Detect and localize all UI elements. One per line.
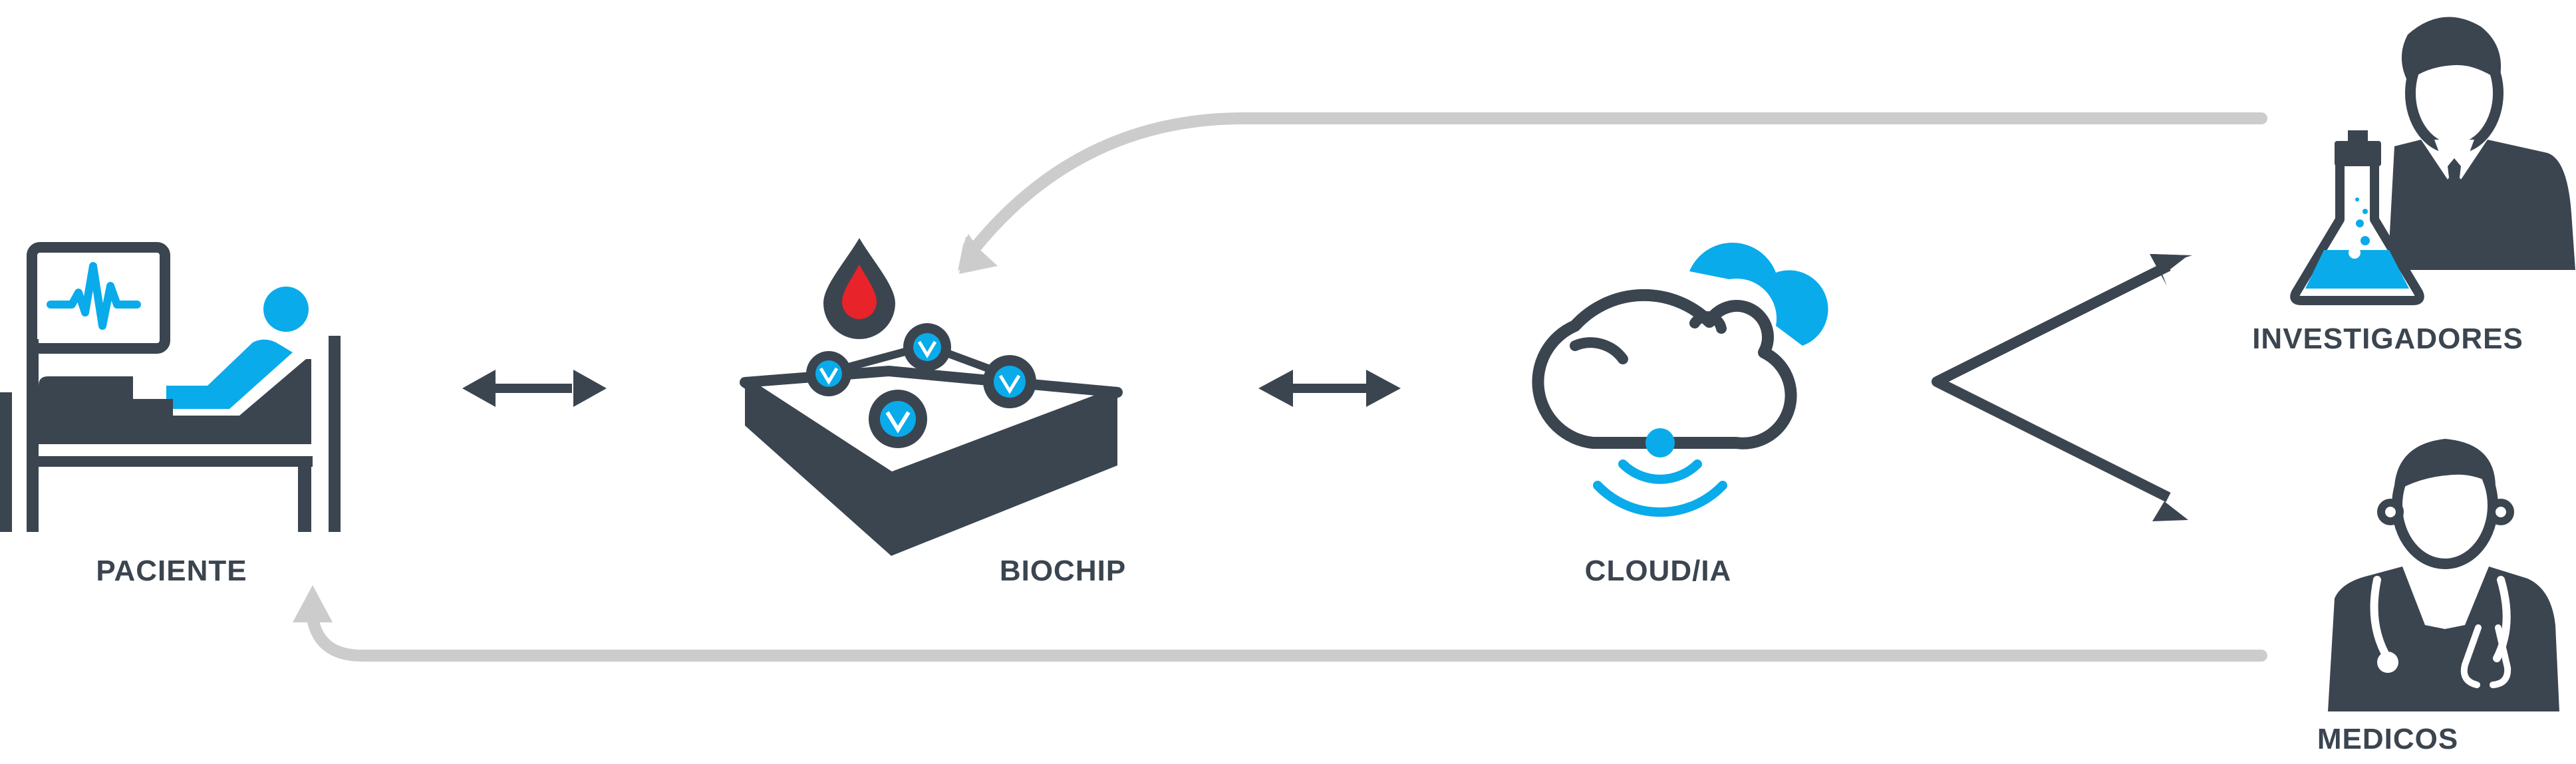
cloud-blue-back xyxy=(1689,242,1828,346)
stethoscope-earpiece xyxy=(2460,624,2511,688)
doctors-label: MEDICOS xyxy=(2317,723,2458,755)
doctor-collar xyxy=(2402,567,2489,629)
blood-drop xyxy=(842,265,877,319)
flask-liquid xyxy=(2305,250,2409,289)
doctor-ear-left xyxy=(2377,499,2404,525)
researcher-body xyxy=(2388,140,2575,270)
researcher-tie xyxy=(2448,158,2461,199)
feedback-arrow-researchers-to-biochip xyxy=(958,112,2267,274)
doctor-hair xyxy=(2394,439,2496,492)
biochip-label: BIOCHIP xyxy=(1000,555,1126,587)
patient-bed-monitor-icon: PACIENTE xyxy=(0,242,341,587)
sensor-node xyxy=(983,355,1036,408)
double-arrow-patient-biochip xyxy=(462,370,607,407)
researcher-hair-top xyxy=(2410,40,2498,80)
patient-label: PACIENTE xyxy=(96,555,247,587)
patient-body xyxy=(166,339,293,409)
sensor-node xyxy=(806,351,851,396)
mattress xyxy=(39,359,311,444)
doctor-stethoscope-icon: MEDICOS xyxy=(2317,439,2559,755)
monitor-frame xyxy=(27,242,170,354)
researcher-flask-icon: INVESTIGADORES xyxy=(2252,17,2575,355)
bed-leg-right xyxy=(298,465,311,532)
bed-footboard xyxy=(329,336,341,532)
cloud-inner-curl xyxy=(1570,311,1727,364)
patient-head xyxy=(263,287,309,332)
sensor-node xyxy=(869,390,927,448)
double-arrow-biochip-cloud xyxy=(1258,370,1401,407)
chip-left-face xyxy=(745,382,891,556)
arrowhead-up xyxy=(2150,254,2192,286)
heartbeat-line xyxy=(47,262,141,330)
sensor-node xyxy=(903,323,951,371)
wifi-wave-small xyxy=(1618,459,1702,484)
cloud-wireless-icon: CLOUD/IA xyxy=(1532,242,1828,587)
feedback-arrow-doctors-to-patient xyxy=(293,585,2267,662)
flask-cap xyxy=(2335,141,2381,166)
stethoscope-chestpiece xyxy=(2377,652,2398,673)
bed-post-left xyxy=(0,392,12,532)
doctor-ear-right xyxy=(2488,499,2514,525)
cloud-label: CLOUD/IA xyxy=(1585,555,1732,587)
doctor-body xyxy=(2328,567,2559,711)
chip-right-face xyxy=(891,392,1117,556)
wifi-dot xyxy=(1646,428,1675,457)
biochip-blood-drop-icon: BIOCHIP xyxy=(740,238,1126,587)
wifi-wave-large xyxy=(1593,481,1727,517)
flask-cap-top xyxy=(2348,130,2368,144)
bed-rail xyxy=(27,456,313,467)
bed-headboard xyxy=(27,339,39,532)
cloud-outline xyxy=(1532,289,1797,449)
researchers-label: INVESTIGADORES xyxy=(2252,322,2523,355)
diverging-arrows xyxy=(1932,254,2192,521)
